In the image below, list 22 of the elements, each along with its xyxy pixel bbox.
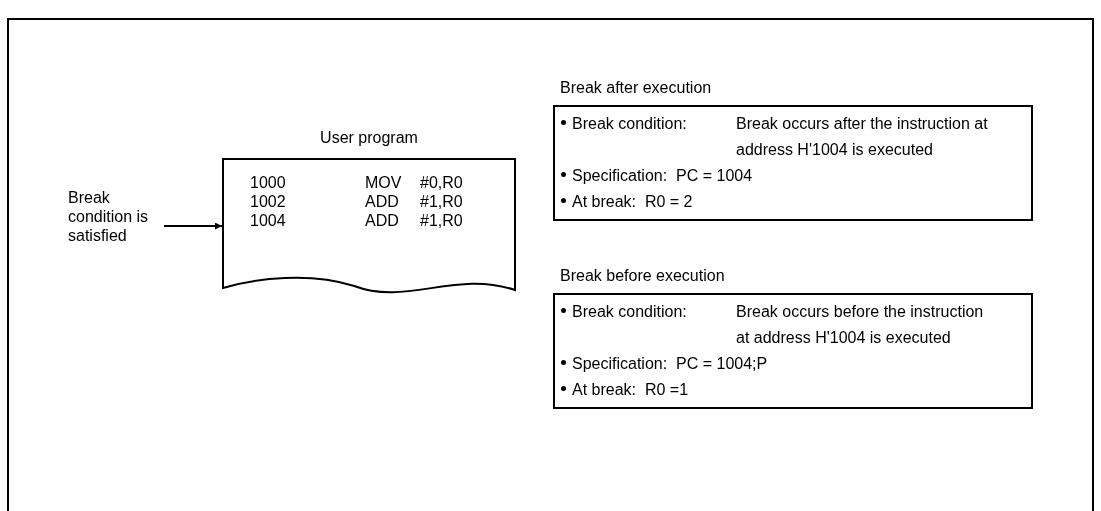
code-text: 1004 [250, 211, 286, 230]
code-text: #1,R0 [420, 211, 463, 230]
item-label: Break condition: [572, 302, 687, 322]
item-text: Break occurs before the instruction at address H'1004 is executed [736, 302, 985, 348]
label-text: Break condition is satisfied [68, 188, 150, 245]
panel-heading: Break after execution [560, 78, 713, 97]
code-text: 1002 [250, 192, 286, 211]
arrow [163, 222, 223, 230]
code-text: ADD [365, 192, 399, 211]
item-text: At break: R0 = 2 [572, 192, 693, 212]
code-text: MOV [365, 173, 402, 192]
code-text: #1,R0 [420, 192, 463, 211]
item-text: Break occurs after the instruction at address H'1004 is executed [736, 114, 989, 160]
code-text: 1000 [250, 173, 286, 192]
code-text: ADD [365, 211, 399, 230]
panel-heading: Break before execution [560, 266, 726, 285]
document-title: User program [319, 128, 419, 147]
item-text: Specification: PC = 1004 [572, 166, 753, 186]
item-text: At break: R0 =1 [572, 380, 689, 400]
code-text: #0,R0 [420, 173, 463, 192]
item-text: Specification: PC = 1004;P [572, 354, 768, 374]
item-label: Break condition: [572, 114, 687, 134]
